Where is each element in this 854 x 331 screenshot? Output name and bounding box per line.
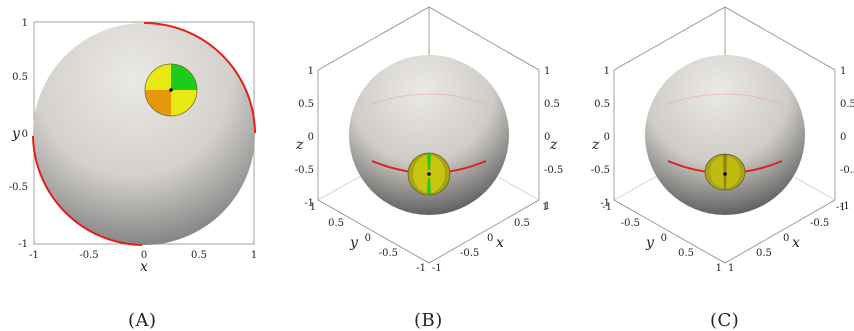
panel-c-center-point [723,172,727,176]
panel-c-ytick: -0.5 [621,218,640,229]
panel-c-sphere [645,55,805,215]
panel-b-ytick: -1 [416,263,426,274]
panel-c-ytick: 0.5 [678,248,694,259]
panel-a-sphere [33,23,255,245]
panel-c-ztick-right: 1 [840,66,846,77]
panel-c-xtick: -0.5 [810,218,829,229]
panel-c-xtick: 0 [783,233,789,244]
panel-c-patch [704,153,746,191]
panel-c-ztick-right: 0.5 [840,99,854,110]
panel-a-patch [144,63,198,117]
panel-c-ztick-left: -1 [600,198,610,209]
panel-b-patch [407,152,451,196]
panel-a-xtick: 0 [141,250,147,261]
panel-c-ztick-left: -0.5 [591,165,610,176]
panel-b-xtick: 0 [487,233,493,244]
panel-b-ztick-right: 1 [544,201,550,212]
panel-c-ylabel: y [645,235,655,251]
panel-b-zlabel-left: z [295,137,304,153]
panel-c-ztick-right: 0 [840,132,846,143]
panel-b-xtick: -1 [432,263,442,274]
panel-b-ytick: 0.5 [328,218,344,229]
panel-c-caption: (C) [710,310,739,331]
panel-b-xtick: -0.5 [460,248,479,259]
panel-c-xtick: 0.5 [756,248,772,259]
panel-b-ytick: -0.5 [379,248,398,259]
panel-b-ztick-right: -0.5 [544,165,563,176]
panel-c-ytick: 0 [661,233,667,244]
panel-a-ylabel: y [11,126,21,142]
panel-c-xtick: 1 [728,263,734,274]
panel-a-ytick: -1 [18,239,28,250]
panel-c-ytick: -1 [602,202,612,213]
panel-b-ztick-left: -1 [304,198,314,209]
panel-b-ztick-left: 1 [308,66,314,77]
panel-a-curve-right [143,22,256,134]
panel-b-ztick-left: -0.5 [295,165,314,176]
panel-a-xtick: -0.5 [79,250,98,261]
panel-b-ztick-left: 0 [308,132,314,143]
panel-c-box [613,6,836,264]
panel-b-caption: (B) [414,310,443,331]
panel-b-ztick-right: 1 [544,66,550,77]
panel-a-center-point [169,88,173,92]
panel-b: 1 0.5 0 -0.5 -1 z 1 0.5 0 -0.5 1 z 1 0.5… [295,6,563,331]
panel-a-curve-left [32,135,143,246]
panel-a-xtick: -1 [29,250,39,261]
panel-c-ztick-right: -1 [840,201,850,212]
panel-a-xlabel: x [140,259,148,275]
panel-b-center-point [427,172,431,176]
panel-a-xtick: 0.5 [191,250,207,261]
panel-a-ytick: 0.5 [12,72,28,83]
panel-c-xlabel: x [792,235,800,251]
panel-a-ytick: 0 [22,129,28,140]
panel-c-ztick-left: 0.5 [594,99,610,110]
panel-b-ylabel: y [349,235,359,251]
panel-a: 1 0.5 0 -0.5 -1 y -1 -0.5 0 0.5 1 x (A) [9,18,257,331]
panel-b-sphere [349,55,509,215]
panel-b-ztick-right: 0.5 [544,99,560,110]
panel-b-zlabel-right: z [549,137,558,153]
panel-b-xlabel: x [496,235,504,251]
panel-c-zlabel-left: z [591,137,600,153]
panel-c: 1 0.5 0 -0.5 -1 z 1 0.5 0 -0.5 -1 -1 -0.… [591,6,854,331]
panel-a-xtick: 1 [251,250,257,261]
panel-c-xtick: -1 [836,202,846,213]
panel-c-ztick-left: 0 [604,132,610,143]
panel-a-caption: (A) [128,310,157,331]
panel-b-ztick-left: 0.5 [298,99,314,110]
panel-c-curve-back [667,93,783,105]
panel-c-ytick: 1 [716,263,722,274]
panel-b-ztick-right: 0 [544,132,550,143]
panel-b-xtick: 1 [542,202,548,213]
panel-b-ytick: 1 [310,202,316,213]
panel-a-ytick: -0.5 [9,182,28,193]
panel-b-curve-back [371,93,487,105]
panel-c-ztick-right: -0.5 [840,165,854,176]
panel-a-ytick: 1 [22,18,28,29]
panel-b-xtick: 0.5 [514,218,530,229]
panel-b-ytick: 0 [365,233,371,244]
panel-c-ztick-left: 1 [604,66,610,77]
